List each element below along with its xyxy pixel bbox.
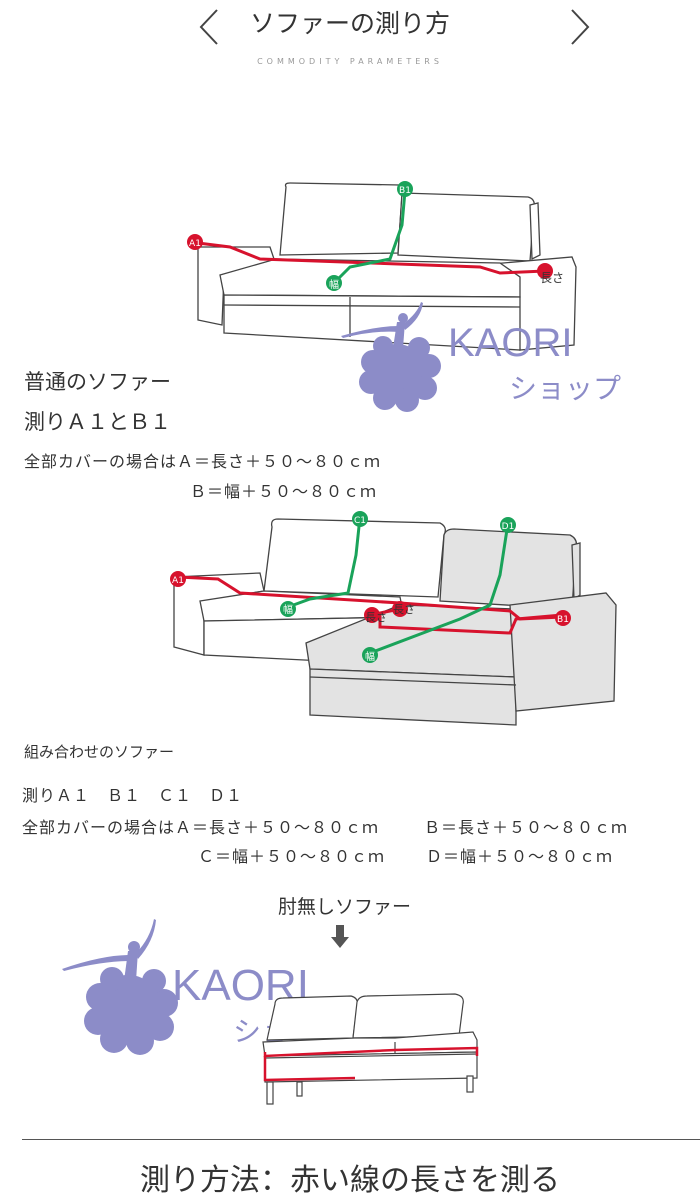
label-length-b: 長さ xyxy=(393,603,415,616)
label-d1: D1 xyxy=(502,522,515,532)
next-arrow-button[interactable] xyxy=(566,6,596,46)
combination-sofa-diagram: A1 C1 D1 B1 幅 幅 長さ 長さ xyxy=(170,511,617,726)
section1-title: 普通のソファー xyxy=(24,370,171,394)
marker-width xyxy=(326,275,342,291)
marker-b1 xyxy=(397,181,413,197)
section2-title: 組み合わせのソファー xyxy=(24,743,175,761)
section1-formula-b: Ｂ＝幅＋５０～８０ｃｍ xyxy=(190,482,378,501)
section2-measure: 測りＡ１ Ｂ１ Ｃ１ Ｄ１ xyxy=(22,786,244,805)
label-length-a: 長さ xyxy=(365,611,387,624)
ballerina-logo-icon xyxy=(62,919,178,1055)
measure-instruction: 測り方法：赤い線の長さを測る xyxy=(140,1163,560,1198)
ballerina-logo-icon xyxy=(341,302,441,412)
label-c1: C1 xyxy=(354,516,366,526)
label-width-d: 幅 xyxy=(365,650,375,663)
label-b1: B1 xyxy=(399,186,411,196)
section2-formula-c: Ｃ＝幅＋５０～８０ｃｍ xyxy=(198,847,386,866)
armless-sofa-diagram xyxy=(262,993,479,1105)
section2-formula-d: Ｄ＝幅＋５０～８０ｃｍ xyxy=(426,847,614,866)
prev-arrow-button[interactable] xyxy=(195,6,225,46)
regular-sofa-diagram: A1 B1 幅 長さ xyxy=(187,181,577,351)
page-title: ソファーの測り方 xyxy=(249,9,450,38)
label-b1: B1 xyxy=(557,615,569,625)
label-length: 長さ xyxy=(540,271,564,285)
label-a1: A1 xyxy=(189,239,201,249)
chevron-right-icon xyxy=(571,9,590,45)
section1-formula-a: 全部カバーの場合はＡ＝長さ＋５０～８０ｃｍ xyxy=(24,452,382,471)
marker-a1 xyxy=(187,234,203,250)
label-width-c: 幅 xyxy=(283,603,293,616)
arrow-down-icon xyxy=(331,925,349,948)
marker-length xyxy=(537,263,553,279)
divider xyxy=(22,1139,700,1140)
armless-sofa-label: 肘無しソファー xyxy=(278,896,412,918)
page-subtitle: COMMODITY PARAMETERS xyxy=(257,57,443,66)
watermark-sub: ショップ xyxy=(509,372,622,405)
section2-formula-a: 全部カバーの場合はＡ＝長さ＋５０～８０ｃｍ xyxy=(22,818,380,837)
chevron-left-icon xyxy=(199,9,218,45)
watermark-brand: KAORI xyxy=(448,321,573,365)
section2-formula-b: Ｂ＝長さ＋５０～８０ｃｍ xyxy=(424,818,629,837)
label-a1: A1 xyxy=(172,576,184,586)
section1-measure: 測りＡ１とＢ１ xyxy=(24,410,171,434)
label-width: 幅 xyxy=(329,278,339,291)
